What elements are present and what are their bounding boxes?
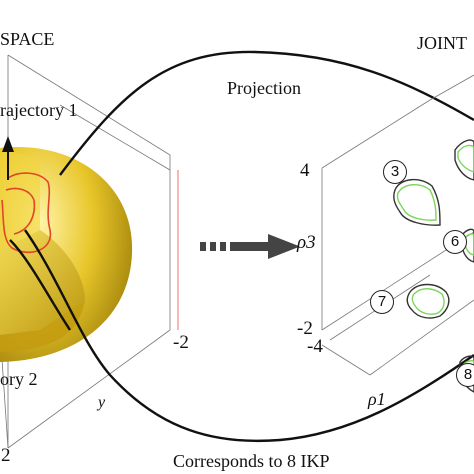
rho3-label: ρ3 — [297, 232, 316, 253]
rho1-label: ρ1 — [368, 389, 386, 409]
solution-badge-3: 3 — [383, 160, 407, 184]
projection-arrow — [200, 234, 300, 259]
left-tick-minus2: -2 — [173, 332, 189, 353]
solution-badge-6: 6 — [443, 230, 467, 254]
solution-badge-8: 8 — [456, 363, 474, 387]
right-tick-minus4: -4 — [307, 336, 323, 357]
right-tick-4: 4 — [300, 160, 310, 181]
right-tick-minus2: -2 — [297, 318, 313, 339]
right-bounding-box — [321, 74, 474, 376]
left-bounding-box — [0, 54, 171, 449]
mapping-loop — [24, 50, 474, 443]
trajectory-1-label: rajectory 1 — [0, 100, 78, 120]
solution-loop-3 — [393, 179, 441, 226]
mapping-loop-inner — [9, 239, 71, 331]
trajectory-curves — [1, 172, 52, 254]
trajectory-2-label: ory 2 — [0, 369, 38, 389]
solution-loop-top-right — [454, 139, 474, 181]
solution-loop-7 — [406, 283, 450, 319]
left-panel-title: SPACE — [0, 29, 55, 49]
solution-badge-7: 7 — [370, 290, 394, 314]
y-axis-label: y — [98, 394, 106, 411]
projection-label: Projection — [227, 78, 301, 98]
yellow-sphere — [0, 146, 133, 362]
right-panel-title: JOINT — [417, 33, 467, 53]
trajectory-arrow — [2, 136, 14, 180]
left-tick-2: 2 — [1, 445, 11, 466]
corresponds-label: Corresponds to 8 IKP — [173, 451, 330, 471]
